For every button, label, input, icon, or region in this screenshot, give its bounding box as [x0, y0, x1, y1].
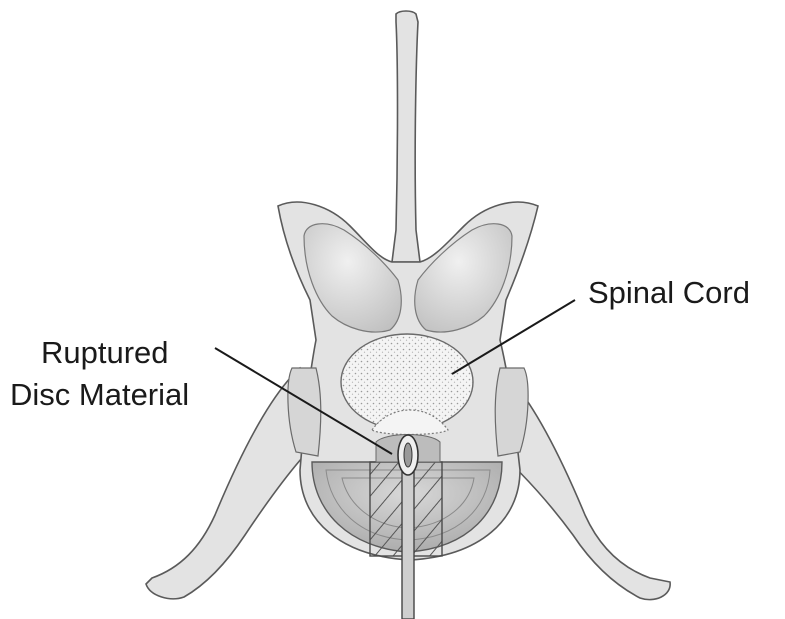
ruptured-disc-label-line2: Disc Material: [10, 376, 189, 413]
surgical-probe: [402, 452, 414, 619]
ruptured-disc-label-line1: Ruptured: [41, 334, 169, 371]
spinous-process: [392, 11, 420, 262]
right-pedicle: [495, 368, 528, 456]
spinal-cord-label: Spinal Cord: [588, 274, 750, 311]
probe-tip-inner: [404, 443, 412, 467]
left-pedicle: [288, 368, 321, 456]
